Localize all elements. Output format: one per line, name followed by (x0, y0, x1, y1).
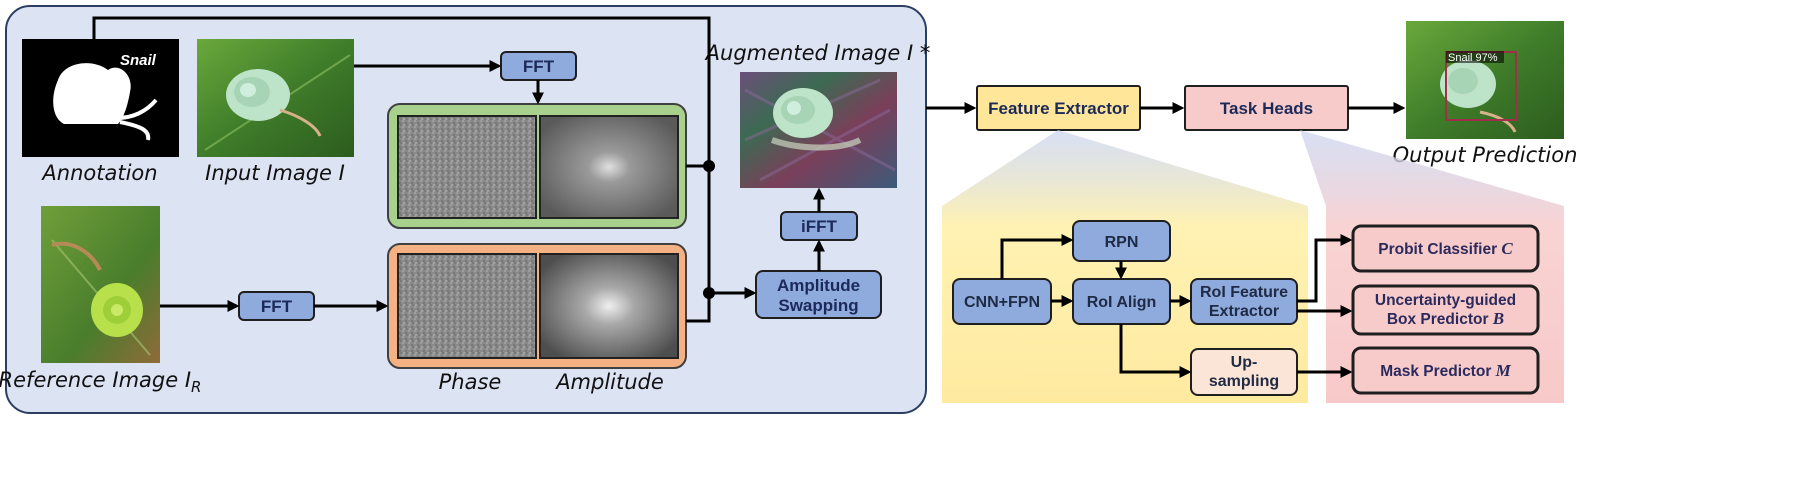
cnn-to-rpn-arrow (1000, 234, 1074, 279)
annotation-mask-image: Snail (22, 39, 179, 157)
probit-classifier-block (1351, 224, 1540, 273)
annotation-class-label: Snail (120, 52, 157, 69)
augmented-image-caption: Augmented Image I * (704, 41, 931, 65)
fft-bottom-label: FFT (261, 297, 293, 316)
amplitude-label: Amplitude (554, 370, 664, 394)
fft-top-label: FFT (523, 57, 555, 76)
roi-align-label: RoI Align (1087, 294, 1157, 311)
feature-extractor-detail-region (942, 130, 1308, 403)
mask-predictor-label: Mask Predictor M (1380, 361, 1511, 380)
augmented-image (740, 72, 897, 188)
phase-label: Phase (439, 370, 502, 394)
input-phase-spectrum (397, 115, 537, 219)
reference-image-caption: Reference Image IR (0, 368, 201, 396)
feature-extractor-label: Feature Extractor (988, 99, 1129, 118)
junction-dot-bottom (703, 287, 715, 299)
roi-feature-to-classifier-arrow (1297, 234, 1353, 303)
task-heads-label: Task Heads (1220, 99, 1313, 118)
upsampling-label: Up-sampling (1209, 354, 1279, 390)
input-image (197, 39, 354, 157)
box-predictor-block (1351, 284, 1540, 336)
reference-phase-spectrum (397, 253, 537, 359)
reference-amplitude-spectrum (539, 253, 679, 359)
input-image-caption: Input Image I (205, 161, 345, 185)
roi-align-to-upsampling-arrow (1119, 324, 1192, 378)
ifft-label: iFFT (801, 217, 837, 236)
output-prediction-image: Snail 97% (1406, 21, 1564, 139)
reference-image (41, 206, 160, 363)
reference-spectrum-out-line (686, 293, 711, 323)
annotation-caption: Annotation (40, 161, 157, 185)
probit-classifier-label: Probit Classifier C (1378, 239, 1513, 258)
output-prediction-caption: Output Prediction (1393, 143, 1578, 167)
mask-predictor-block (1351, 346, 1540, 395)
detection-tag: Snail 97% (1448, 52, 1498, 64)
annotation-bypass-line (92, 16, 711, 293)
rpn-label: RPN (1105, 234, 1139, 251)
cnn-fpn-label: CNN+FPN (964, 294, 1040, 311)
input-amplitude-spectrum (539, 115, 679, 219)
junction-dot-top (703, 160, 715, 172)
